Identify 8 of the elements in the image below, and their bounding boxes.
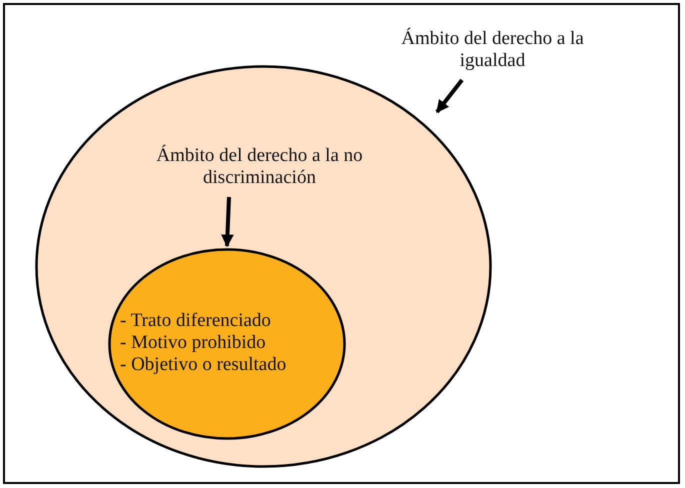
list-item: - Motivo prohibido	[120, 332, 267, 354]
list-item: - Objetivo o resultado	[120, 354, 286, 376]
arrow	[435, 78, 464, 114]
arrow	[221, 196, 234, 248]
ellipse	[108, 248, 346, 440]
label-text: Ámbito del derecho a la igualdad	[395, 28, 590, 72]
list-item: - Trato diferenciado	[120, 310, 272, 332]
label-text: Ámbito del derecho a la no discriminación	[132, 145, 387, 189]
